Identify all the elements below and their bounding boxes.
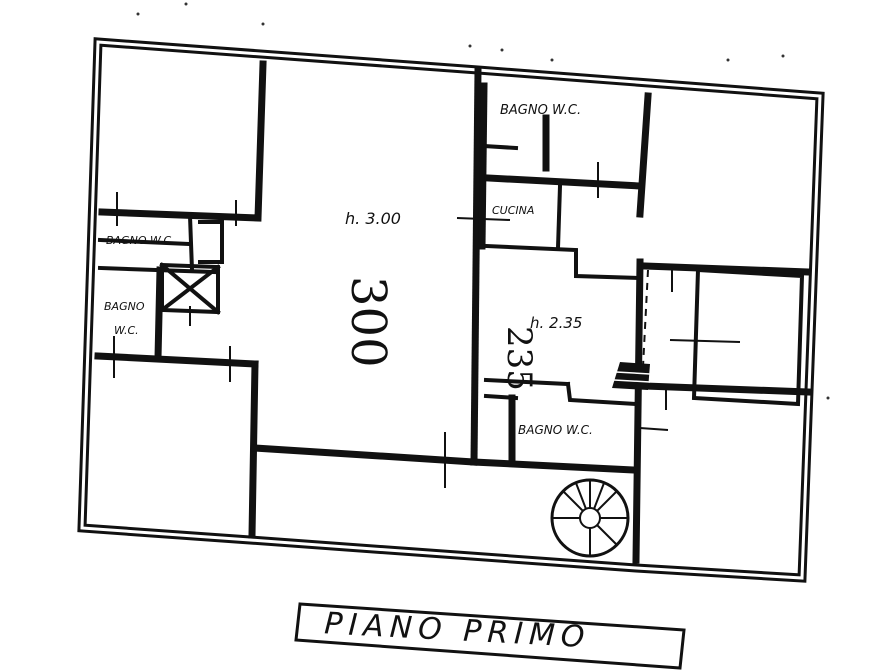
scan-specks xyxy=(136,2,830,400)
interior-walls xyxy=(94,60,812,564)
room-label-wc-left-lower: W.C. xyxy=(114,324,139,337)
tick-marks xyxy=(113,162,741,488)
height-label-main-hall: h. 3.00 xyxy=(345,209,401,228)
handwritten-300: 300 xyxy=(340,276,396,368)
room-label-cucina: CUCINA xyxy=(492,204,534,217)
height-label-mid-room: h. 2.35 xyxy=(530,314,582,332)
room-label-bagno-top: BAGNO W.C. xyxy=(500,103,581,118)
outer-walls xyxy=(77,37,825,583)
room-label-bagno-left-lower: BAGNO xyxy=(104,300,145,313)
stair-steps-icon xyxy=(612,362,651,390)
handwritten-235: 235 xyxy=(499,326,539,391)
plan-title: PIANO PRIMO xyxy=(323,606,591,655)
room-label-bagno-left-upper: BAGNO W.C. xyxy=(106,234,175,247)
room-label-bagno-bottom: BAGNO W.C. xyxy=(518,423,593,437)
spiral-staircase-icon xyxy=(550,478,630,558)
plan-title-box: PIANO PRIMO xyxy=(294,602,686,670)
